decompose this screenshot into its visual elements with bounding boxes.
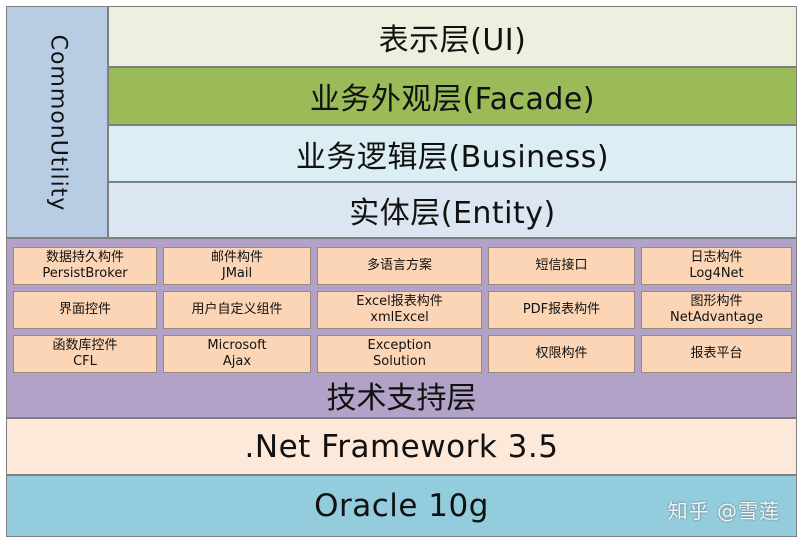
component-label: 短信接口 xyxy=(535,258,588,273)
component-label: PDF报表构件 xyxy=(522,302,601,317)
component-label: 多语言方案 xyxy=(366,258,432,273)
facade-layer: 业务外观层(Facade) xyxy=(108,67,797,125)
component-label: CFL xyxy=(73,354,97,369)
component-label: 日志构件 xyxy=(690,250,743,265)
component-cell: 短信接口 xyxy=(488,247,635,285)
entity-layer: 实体层(Entity) xyxy=(108,182,797,238)
component-label: NetAdvantage xyxy=(670,310,763,325)
business-layer: 业务逻辑层(Business) xyxy=(108,125,797,182)
component-cell: 用户自定义组件 xyxy=(163,291,311,329)
component-label: xmlExcel xyxy=(370,310,429,325)
component-label: Microsoft xyxy=(207,338,267,353)
component-label: Solution xyxy=(373,354,426,369)
architecture-diagram: CommonUtility 表示层(UI) 业务外观层(Facade) 业务逻辑… xyxy=(6,6,797,537)
common-utility-label: CommonUtility xyxy=(45,34,71,212)
component-label: Log4Net xyxy=(689,266,744,281)
component-cell: 界面控件 xyxy=(13,291,157,329)
component-cell: 报表平台 xyxy=(641,335,792,373)
component-label: Exception xyxy=(367,338,432,353)
ui-layer: 表示层(UI) xyxy=(108,6,797,67)
component-label: 报表平台 xyxy=(690,346,743,361)
component-label: 函数库控件 xyxy=(52,338,118,353)
component-label: 用户自定义组件 xyxy=(191,302,283,317)
component-label: JMail xyxy=(221,266,253,281)
component-label: Excel报表构件 xyxy=(356,294,443,309)
component-cell: 权限构件 xyxy=(488,335,635,373)
tech-support-label: 技术支持层 xyxy=(326,381,477,416)
component-cell: PDF报表构件 xyxy=(488,291,635,329)
component-label: 图形构件 xyxy=(690,294,743,309)
watermark: 知乎 @雪莲 xyxy=(667,499,780,523)
component-label: Ajax xyxy=(222,354,252,369)
oracle-layer: Oracle 10g xyxy=(6,475,797,537)
component-label: PersistBroker xyxy=(42,266,128,281)
component-label: 界面控件 xyxy=(58,302,111,317)
common-utility-layer: CommonUtility xyxy=(6,6,108,238)
component-label: 权限构件 xyxy=(535,346,588,361)
component-label: 数据持久构件 xyxy=(45,250,124,265)
dotnet-layer: .Net Framework 3.5 xyxy=(6,418,797,475)
component-cell: 多语言方案 xyxy=(317,247,482,285)
component-label: 邮件构件 xyxy=(210,250,263,265)
